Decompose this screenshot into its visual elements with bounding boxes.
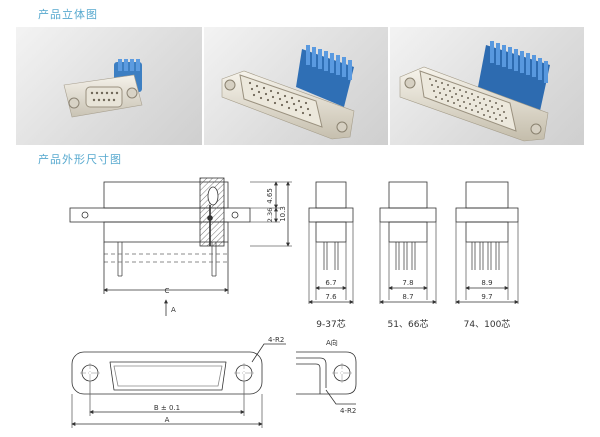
front-view-2-inner-width: 7.8	[402, 279, 413, 287]
dim-label-c: C	[165, 287, 170, 295]
product-photo-medium	[204, 27, 388, 145]
front-view-3-caption: 74、100芯	[464, 318, 511, 330]
front-view-74-100	[455, 181, 519, 304]
pins-blue	[296, 45, 354, 107]
a-view-title: A向	[326, 338, 338, 347]
view-arrow-label-a: A	[171, 306, 176, 314]
dimension-drawings: C A 4.65 2.36 10.3	[69, 177, 519, 428]
a-view-radius-label: 4-R2	[340, 407, 356, 415]
front-view-2-caption: 51、66芯	[388, 318, 429, 330]
product-photo-small	[16, 27, 202, 145]
front-view-51-66	[379, 181, 437, 304]
front-view-3-outer-width: 9.7	[481, 293, 492, 301]
section-title-3d-views: 产品立体图	[38, 8, 98, 21]
product-photo-large	[390, 27, 584, 145]
side-view	[69, 177, 292, 316]
dim-label-a: A	[165, 416, 170, 424]
front-views	[308, 181, 519, 304]
top-view-radius-label: 4-R2	[268, 336, 284, 344]
socket-holes	[429, 78, 507, 122]
top-view	[71, 343, 286, 428]
a-view	[296, 351, 357, 405]
dim-top: 4.65	[266, 188, 274, 204]
dim-height-total: 10.3	[279, 206, 287, 222]
front-view-1-outer-width: 7.6	[325, 293, 337, 301]
front-view-9-37	[308, 181, 354, 304]
front-view-2-outer-width: 8.7	[402, 293, 413, 301]
front-view-1-inner-width: 6.7	[325, 279, 336, 287]
front-view-3-inner-width: 8.9	[481, 279, 492, 287]
front-view-1-caption: 9-37芯	[316, 318, 345, 330]
pins-blue	[478, 41, 550, 111]
dim-flange: 2.36	[266, 208, 274, 222]
dim-label-b: B ± 0.1	[154, 404, 180, 412]
socket-holes	[248, 81, 312, 117]
section-title-dimensions: 产品外形尺寸图	[38, 153, 122, 166]
